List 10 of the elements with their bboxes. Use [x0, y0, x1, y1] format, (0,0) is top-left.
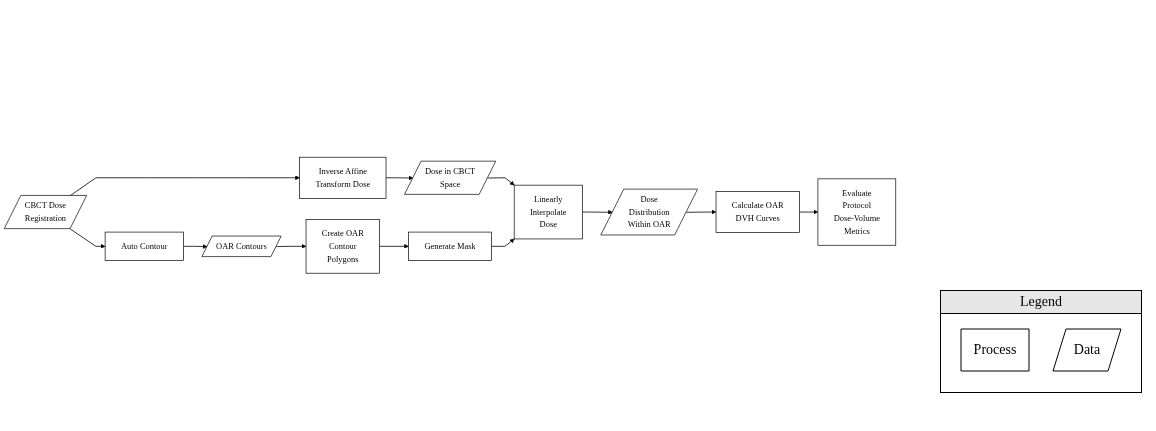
node-box: Inverse Affine Transform Dose	[299, 157, 387, 199]
node-box: Generate Mask	[408, 232, 492, 262]
node-box: Auto Contour	[104, 232, 184, 262]
node-box: Linearly Interpolate Dose	[513, 185, 583, 240]
legend-title: Legend	[941, 291, 1141, 314]
node-box: Create OAR Contour Polygons	[305, 219, 380, 274]
legend-label: Process	[973, 342, 1017, 358]
legend-label: Data	[1073, 342, 1101, 358]
node-box: Calculate OAR DVH Curves	[715, 191, 800, 234]
node-box: Evaluate Protocol Dose-Volume Metrics	[817, 178, 897, 246]
